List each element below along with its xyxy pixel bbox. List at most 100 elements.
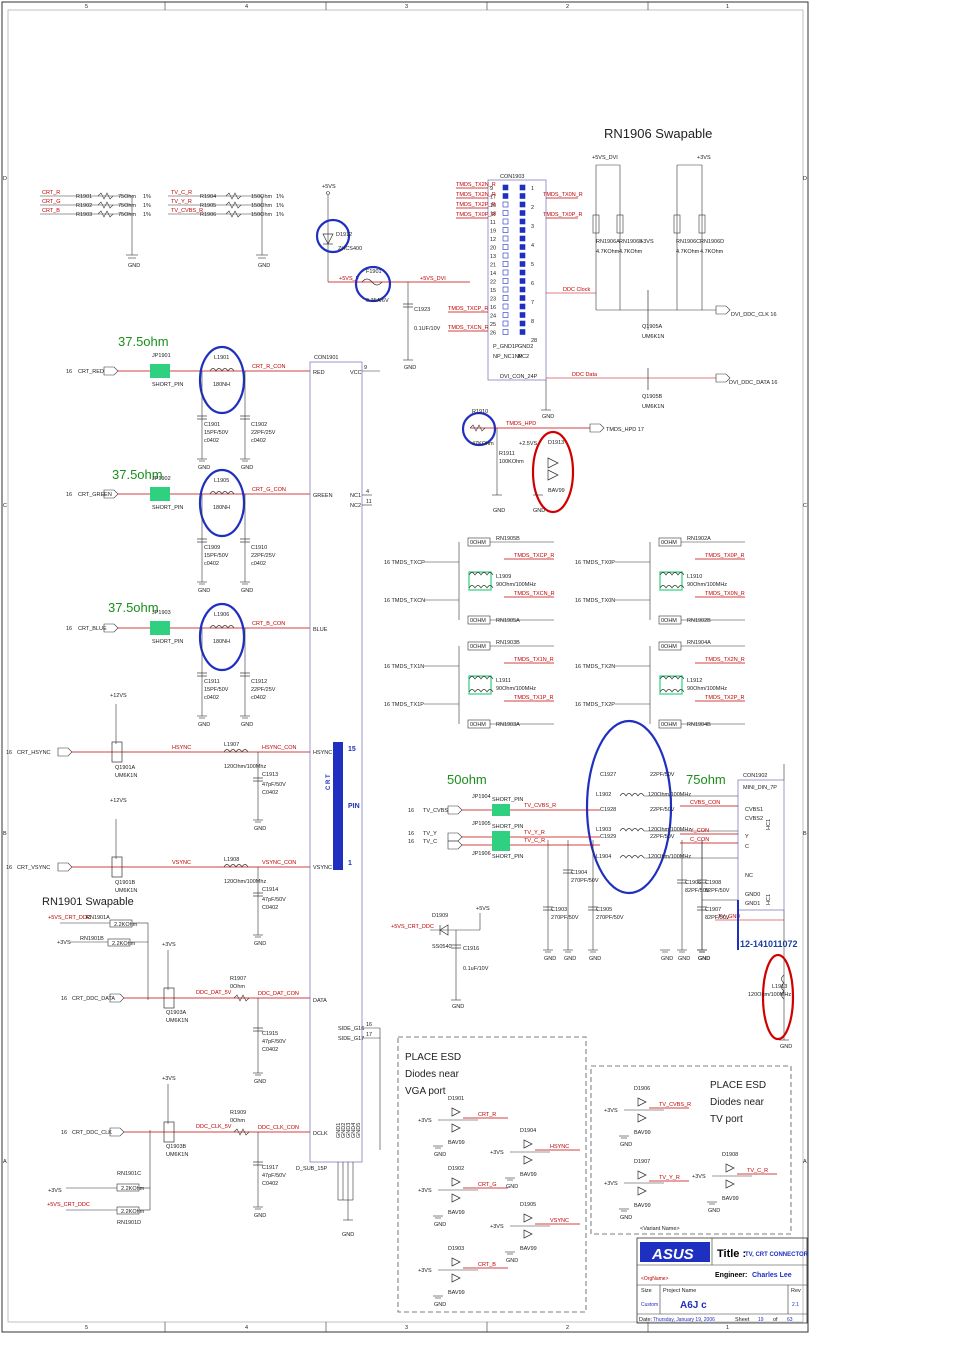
pin-name: GREEN — [313, 493, 333, 499]
value-label: 82PF/50V — [705, 888, 730, 894]
net-label: TV_Y_R — [659, 1175, 680, 1181]
package-label: C0402 — [262, 1047, 278, 1053]
net-label: TV_C_R — [524, 838, 545, 844]
jumper-highlight — [492, 804, 510, 816]
package-label: c0402 — [251, 695, 266, 701]
net-label: +5VS_CRT_DDC — [48, 915, 91, 921]
value-label: 82PF/50V — [685, 888, 710, 894]
gnd-label: GND — [544, 956, 556, 962]
dvi-pin — [519, 312, 526, 318]
value-label: 75Ohm — [118, 194, 136, 200]
ref-label: Q1903A — [166, 1010, 187, 1016]
gnd-label: GND — [434, 1222, 446, 1228]
power-label: +3VS — [418, 1118, 432, 1124]
value-label: 2.2KOhm — [121, 1209, 145, 1215]
dvi-pin-number: 1 — [531, 186, 534, 192]
ref-label: RN1906B — [619, 239, 643, 245]
dvi-pin — [502, 269, 509, 276]
ref-label: C1917 — [262, 1165, 278, 1171]
input-net-label: TV_Y — [423, 831, 437, 837]
gnd-label: GND — [780, 1044, 792, 1050]
value-label: UM6K1N — [166, 1018, 188, 1024]
pin-name: NC1 — [350, 493, 361, 499]
value-label: UM6K1N — [166, 1152, 188, 1158]
impedance-note: 75ohm — [686, 772, 726, 787]
pin-name: DCLK — [313, 1131, 328, 1137]
ref-label: D1905 — [520, 1202, 536, 1208]
gnd-pin: GND3 — [346, 1123, 352, 1138]
dvi-gnd-pin: NC2 — [518, 354, 529, 360]
net-label: DDC Data — [572, 372, 598, 378]
ref-label: D1907 — [634, 1159, 650, 1165]
ref-label: R1905 — [200, 203, 216, 209]
ref-label: L1908 — [224, 857, 239, 863]
variant-label: <Variant Name> — [640, 1226, 680, 1232]
project-name: A6J c — [680, 1300, 707, 1311]
sheet-label: Sheet — [735, 1317, 750, 1323]
value-label: 15PF/50V — [204, 430, 229, 436]
dvi-pin — [519, 235, 526, 242]
impedance-note: 37.5ohm — [108, 600, 159, 615]
dvi-pin — [502, 320, 509, 327]
highlight-circle — [531, 430, 575, 514]
inductor-symbol — [209, 625, 235, 629]
value-label: 2.2KOhm — [112, 941, 136, 947]
tol-label: 1% — [276, 212, 284, 218]
net-label: TMDS_TX0P_R — [705, 553, 744, 559]
dvi-pin-number: 3 — [531, 224, 534, 230]
power-label: +3VS — [692, 1174, 706, 1180]
value-label: 270PF/50V — [596, 915, 624, 921]
gnd-label: GND — [198, 465, 210, 471]
dvi-pin — [502, 252, 509, 259]
power-label: +3VS — [57, 940, 71, 946]
vga-connector: CON1901 D_SUB_15P 15 PIN 1 C R T RED GRE… — [296, 355, 381, 1238]
dvi-pin — [519, 278, 526, 284]
jumper-highlight — [150, 364, 170, 378]
power-label: +3VS — [418, 1268, 432, 1274]
dvi-pin-number: 4 — [531, 243, 534, 249]
ref-label: RN1904B — [687, 722, 711, 728]
port-arrow — [57, 862, 73, 872]
ref-label: C1927 — [600, 772, 616, 778]
diode-symbol — [637, 1186, 647, 1196]
pin-name: VCC — [350, 370, 362, 376]
pin1-label: 1 — [348, 860, 352, 867]
tol-label: 1% — [143, 194, 151, 200]
dvi-pin — [502, 244, 509, 250]
dvi-pin — [502, 235, 509, 242]
tol-label: 1% — [143, 203, 151, 209]
dvi-pin — [502, 201, 509, 208]
gnd-label: GND — [434, 1302, 446, 1308]
highlight-circle — [198, 345, 246, 415]
highlight-circle — [354, 265, 392, 303]
net-label: VSYNC — [550, 1218, 569, 1224]
col-label-bottom: 5 — [85, 1325, 88, 1331]
value-label: SHORT_PIN — [492, 854, 523, 860]
highlight-circle — [585, 719, 673, 895]
net-label: CRT_B_CON — [252, 621, 285, 627]
power-label: +3VS — [162, 1076, 176, 1082]
input-net-label: 16 TMDS_TX1N — [384, 664, 424, 670]
gnd-label: GND — [589, 956, 601, 962]
esd-note-line: PLACE ESD — [710, 1080, 766, 1091]
input-net-label: CRT_GREEN — [78, 492, 112, 498]
value-label: 22PF/25V — [251, 553, 276, 559]
ref-label: Q1903B — [166, 1144, 187, 1150]
ref-label: D1912 — [336, 232, 352, 238]
gnd-label: GND — [258, 263, 270, 269]
ref-label: C1901 — [204, 422, 220, 428]
power-label: +3VS — [490, 1150, 504, 1156]
value-label: SHORT_PIN — [492, 797, 523, 803]
power-label: +3VS — [418, 1188, 432, 1194]
dvi-pin — [502, 286, 509, 293]
inductor-symbol — [468, 572, 494, 576]
ref-label: JP1903 — [152, 610, 171, 616]
gnd-label: GND — [698, 956, 710, 962]
power-label: +12VS — [110, 693, 127, 699]
rn1901-swap-note: RN1901 Swapable — [42, 896, 134, 908]
esd-vga-diodes: +3VSD1901BAV99CRT_RGND+3VSD1902BAV99CRT_… — [418, 1096, 580, 1308]
ref-label: C1914 — [262, 887, 278, 893]
net-label: TV_C_R — [171, 190, 192, 196]
col-label-bottom: 2 — [566, 1325, 569, 1331]
